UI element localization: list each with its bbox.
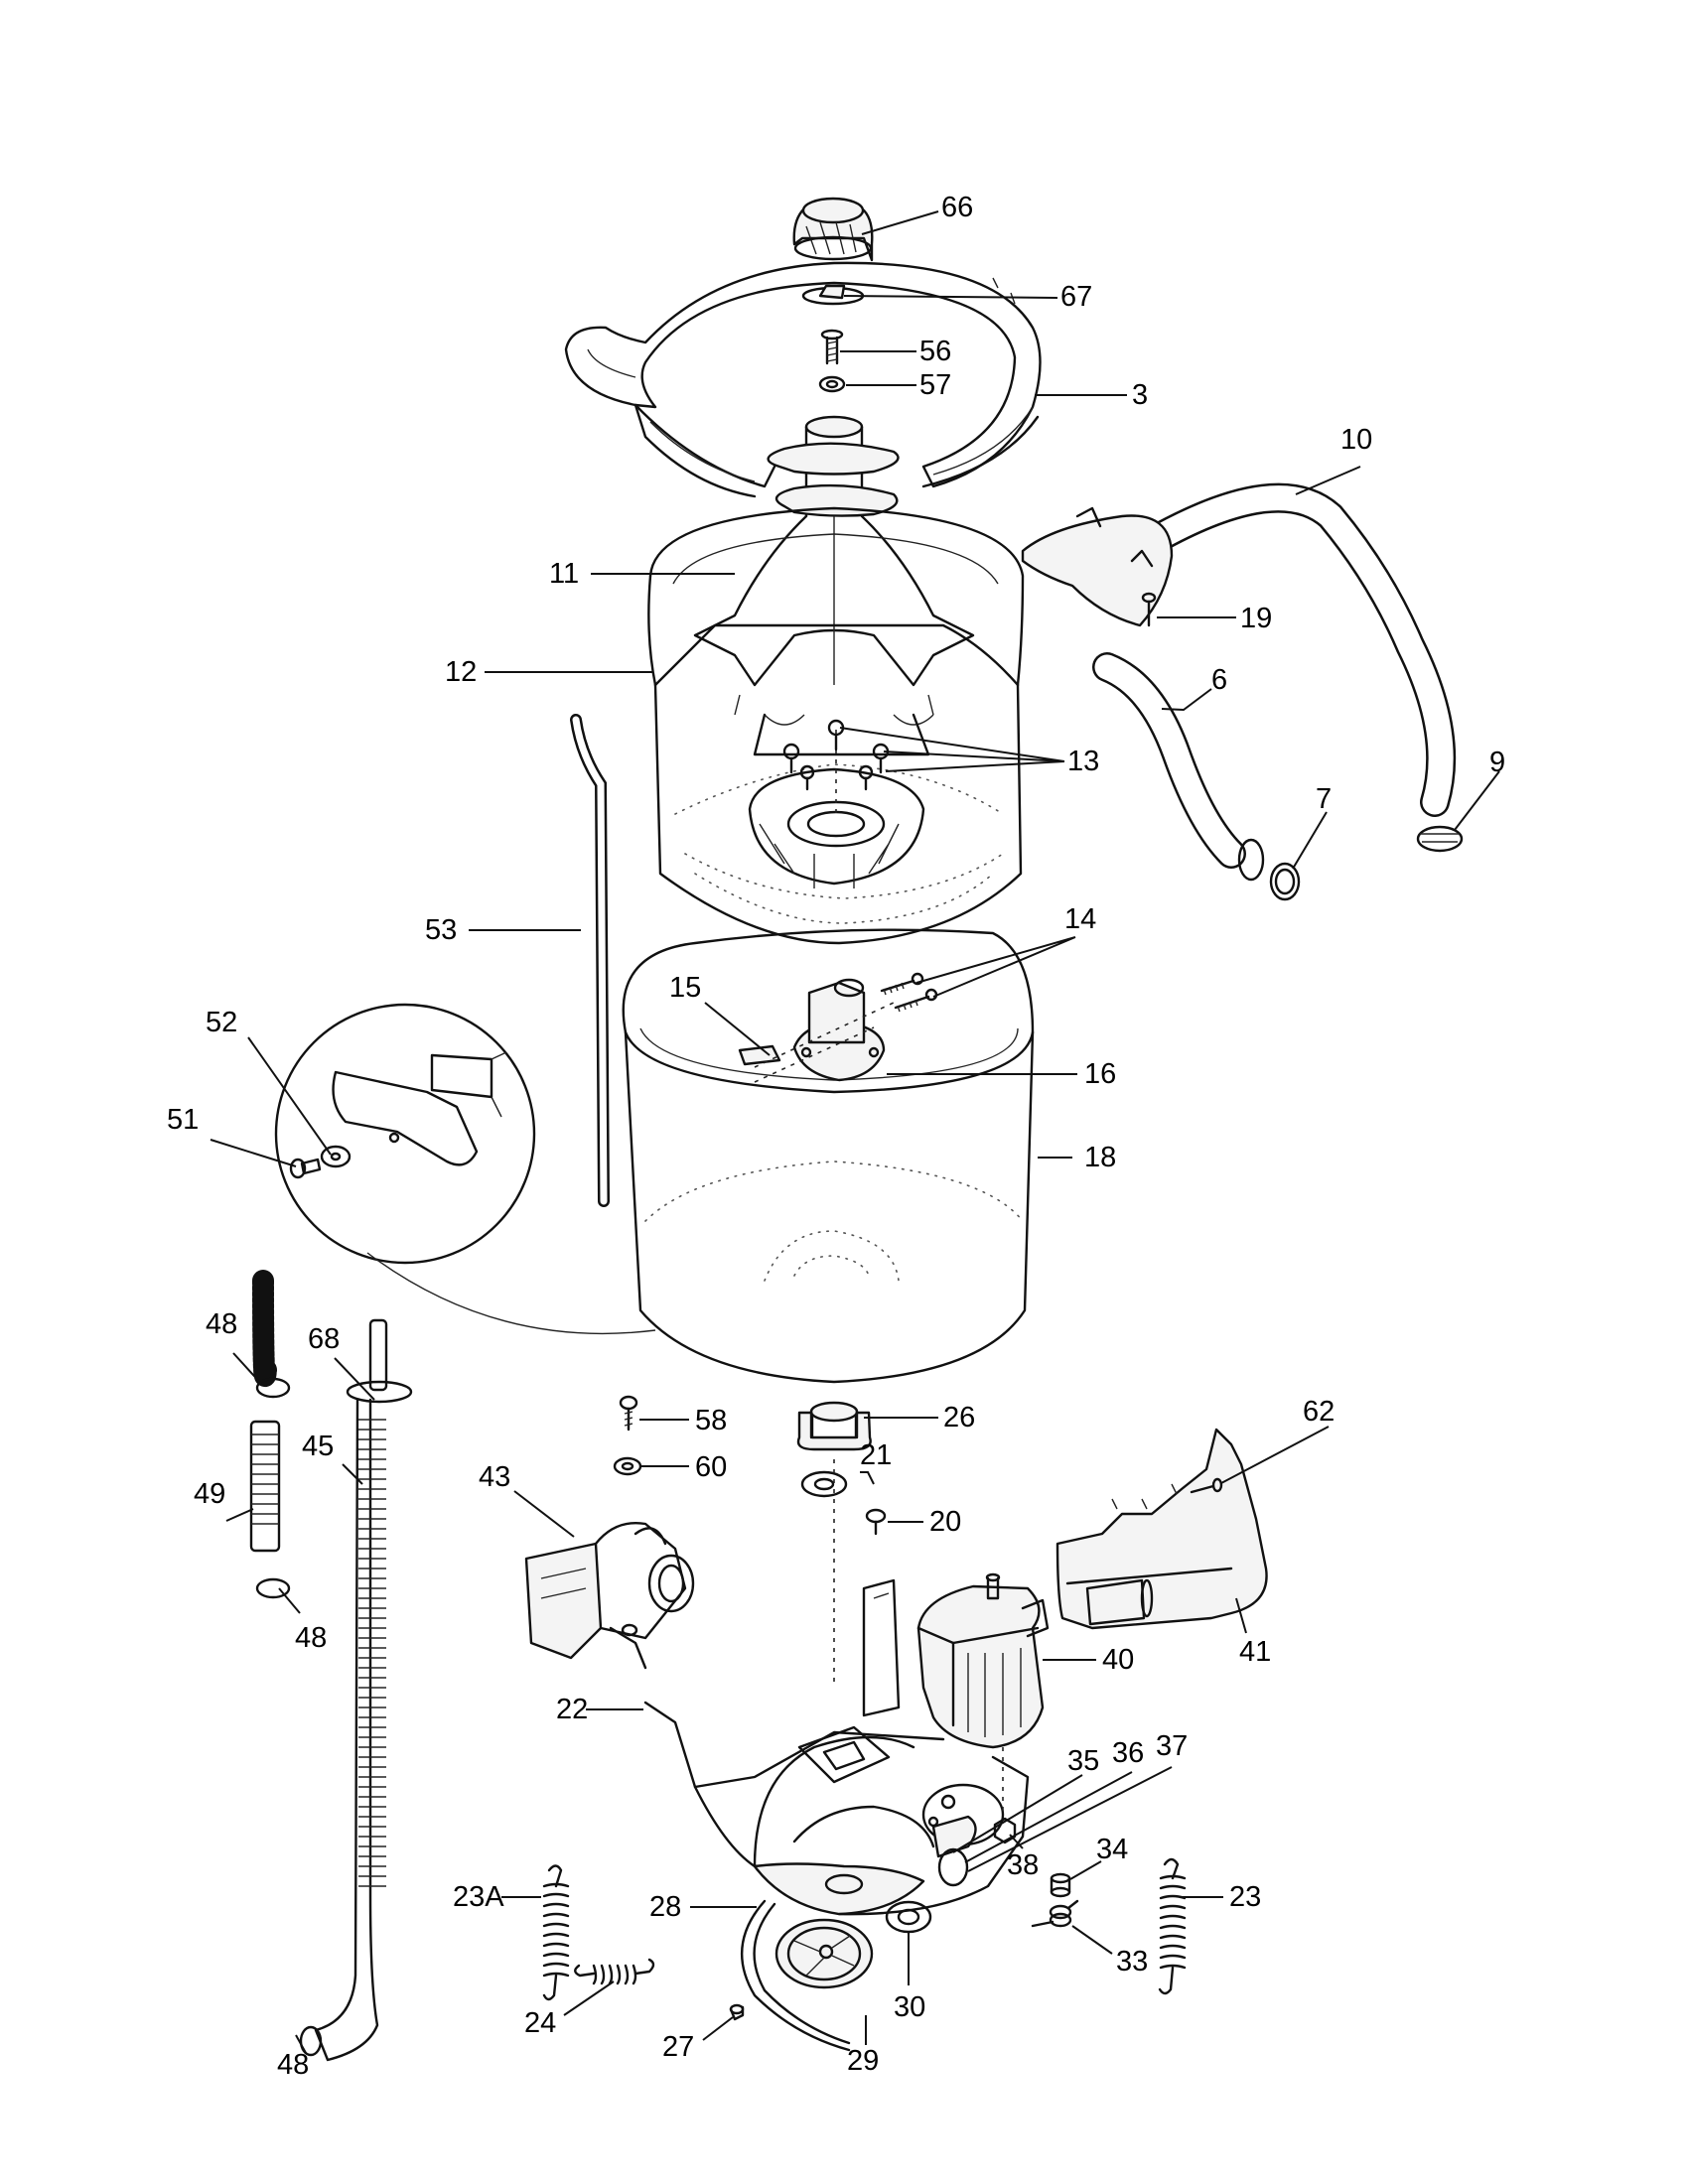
leader-lines: [210, 210, 1500, 2054]
spring-24-part: [574, 1958, 655, 1985]
callout-30: 30: [894, 1991, 925, 2023]
callout-58: 58: [695, 1405, 727, 1436]
callout-49: 49: [194, 1478, 225, 1510]
cover-part: [1055, 1428, 1268, 1630]
callout-15: 15: [669, 972, 701, 1004]
tub-ring-part: [564, 261, 1042, 498]
spring-23a-part: [542, 1864, 570, 2001]
spring-33-part: [1031, 1899, 1079, 1928]
screw-detail-part: [289, 1158, 322, 1179]
callout-38: 38: [1007, 1849, 1039, 1881]
washer-part: [818, 375, 846, 393]
callout-48-mid: 48: [295, 1622, 327, 1654]
callout-7: 7: [1316, 783, 1332, 815]
callout-52: 52: [206, 1007, 237, 1038]
water-valve-part: [524, 1522, 695, 1670]
callout-9: 9: [1489, 747, 1505, 778]
cap-part: [801, 284, 865, 306]
callout-19: 19: [1240, 603, 1272, 634]
tub-screws-part: [880, 972, 938, 1013]
cover-screw-part: [1190, 1477, 1223, 1494]
callout-62: 62: [1303, 1396, 1335, 1428]
valve-washer-part: [613, 1456, 642, 1476]
callout-23A: 23A: [453, 1881, 504, 1913]
callout-45: 45: [302, 1431, 334, 1462]
callout-43: 43: [479, 1461, 510, 1493]
motor-part: [916, 1572, 1050, 1749]
callout-48-top: 48: [206, 1308, 237, 1340]
callout-6: 6: [1211, 664, 1227, 696]
rod-part: [570, 714, 610, 1207]
hose-clamp-part: [1416, 825, 1464, 853]
inlet-hose-part: [1092, 652, 1265, 882]
base-frame-part: [643, 1578, 1030, 1916]
basket-part: [647, 506, 1025, 945]
basket-hub-part: [674, 730, 1004, 924]
idler-part: [885, 1900, 932, 1934]
bushing-34-part: [1050, 1872, 1071, 1898]
callout-3: 3: [1132, 379, 1148, 411]
callout-68: 68: [308, 1323, 340, 1355]
callout-51: 51: [167, 1104, 199, 1136]
coupling-screw-part: [865, 1508, 887, 1536]
pulley-part: [774, 1918, 874, 1989]
belt-part: [740, 1899, 851, 2052]
callout-53: 53: [425, 914, 457, 946]
callout-56: 56: [919, 336, 951, 367]
callout-10: 10: [1340, 424, 1372, 456]
callout-29: 29: [847, 2045, 879, 2077]
long-hose-part: [314, 1318, 388, 2062]
callout-12: 12: [445, 656, 477, 688]
corrugated-hose-part: [249, 1270, 281, 1553]
callout-28: 28: [649, 1891, 681, 1923]
callout-66: 66: [941, 192, 973, 223]
detail-magnifier: [274, 1003, 656, 1335]
callout-41: 41: [1239, 1636, 1271, 1668]
callout-34: 34: [1096, 1834, 1128, 1865]
callout-24: 24: [524, 2007, 556, 2039]
callout-13: 13: [1067, 746, 1099, 777]
set-screw-part: [729, 2003, 745, 2021]
bearing-housing-part: [792, 978, 886, 1082]
bolt-part: [820, 329, 844, 365]
callout-26: 26: [943, 1402, 975, 1433]
callout-22: 22: [556, 1694, 588, 1725]
gasket-part: [346, 1380, 413, 1404]
callout-40: 40: [1102, 1644, 1134, 1676]
callout-57: 57: [919, 369, 951, 401]
callout-60: 60: [695, 1451, 727, 1483]
callout-18: 18: [1084, 1142, 1116, 1173]
coupling-part: [796, 1401, 872, 1451]
callout-16: 16: [1084, 1058, 1116, 1090]
coupling-washer-part: [800, 1470, 848, 1498]
knob-part: [792, 197, 874, 262]
hose-clamp-part: [255, 1377, 323, 2057]
bracket-part: [738, 1044, 781, 1066]
screws-part: [782, 719, 890, 791]
drain-hose-part: [1021, 482, 1457, 817]
o-ring-part: [1269, 862, 1301, 901]
callout-11: 11: [549, 558, 579, 590]
callout-37: 37: [1156, 1730, 1188, 1762]
callout-36: 36: [1112, 1737, 1144, 1769]
valve-screw-part: [619, 1395, 638, 1432]
callout-33: 33: [1116, 1946, 1148, 1978]
callout-20: 20: [929, 1506, 961, 1538]
callout-23: 23: [1229, 1881, 1261, 1913]
callout-67: 67: [1060, 281, 1092, 313]
washer-detail-part: [320, 1145, 352, 1168]
callout-21: 21: [860, 1439, 892, 1471]
callout-labels: 66 67 56 57 3 10 11 19 12 6 13 9 7 53 14…: [167, 192, 1505, 2081]
callout-27: 27: [662, 2031, 694, 2063]
outer-tub-part: [622, 928, 1035, 1384]
agitator-part: [693, 415, 975, 687]
callout-14: 14: [1064, 903, 1096, 935]
callout-35: 35: [1067, 1745, 1099, 1777]
callout-48-bottom: 48: [277, 2049, 309, 2081]
hose-screw-part: [1141, 592, 1157, 627]
spring-23-part: [1158, 1857, 1187, 1995]
